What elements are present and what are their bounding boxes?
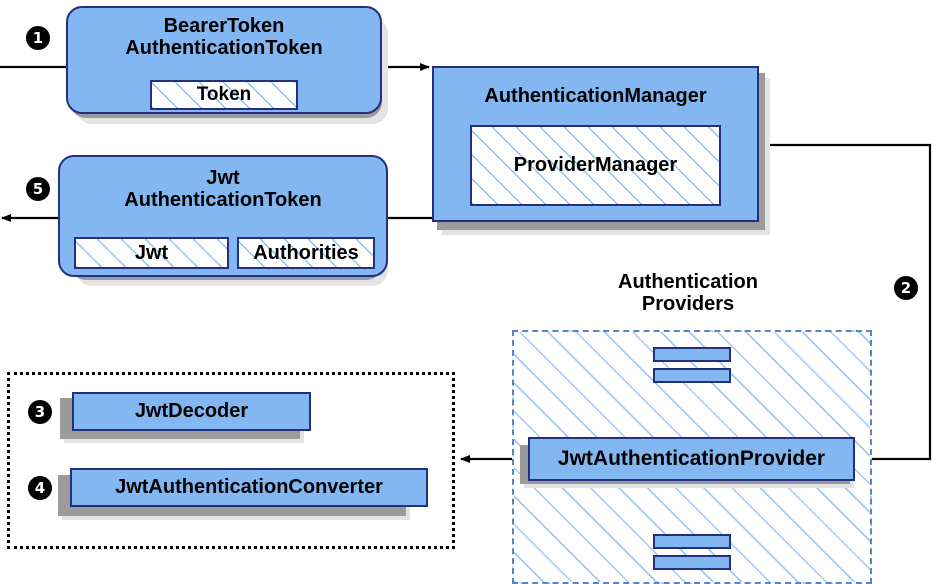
provider-stub-bottom-bar-2 — [653, 555, 731, 570]
badge-step-1: 1 — [26, 26, 50, 50]
provider-stub-bottom-bar-1 — [653, 534, 731, 549]
jwt-token-inner-jwt-box[interactable] — [74, 237, 229, 269]
bearer-token-inner-token-box[interactable] — [150, 80, 298, 110]
jwt-support-container — [7, 372, 455, 549]
provider-manager-inner-box[interactable] — [470, 125, 721, 206]
badge-step-3: 3 — [28, 400, 52, 424]
provider-stub-top-bar-1 — [653, 347, 731, 362]
badge-step-2: 2 — [894, 276, 918, 300]
provider-stub-top-bar-2 — [653, 368, 731, 383]
jwt-token-inner-authorities-box[interactable] — [237, 237, 375, 269]
jwt-authentication-provider-box[interactable] — [528, 437, 855, 481]
badge-step-5: 5 — [26, 177, 50, 201]
jwt-authentication-converter-box[interactable] — [70, 468, 428, 507]
badge-step-4: 4 — [28, 476, 52, 500]
jwt-decoder-box[interactable] — [72, 392, 311, 431]
arrow-manager-to-provider — [758, 143, 932, 463]
